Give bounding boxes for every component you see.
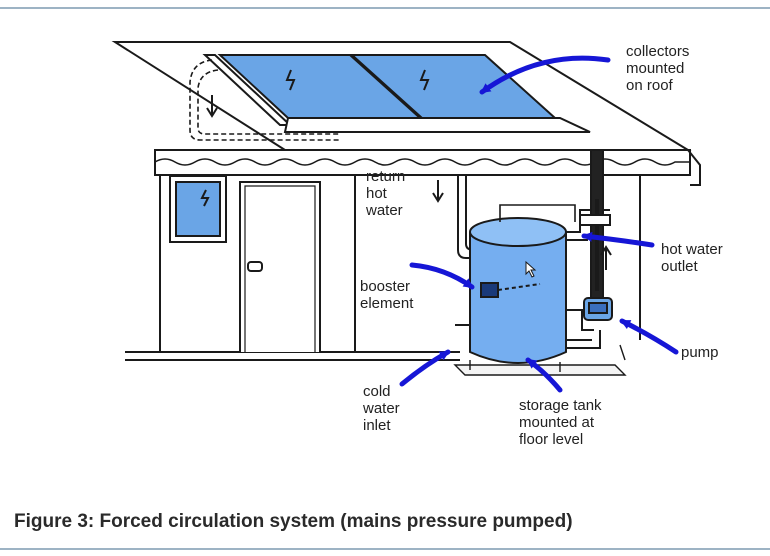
label-return-hot-water: return hot water (366, 168, 406, 219)
arrow-booster-element (409, 262, 475, 290)
label-pump: pump (681, 344, 719, 361)
solar-collectors (202, 54, 591, 133)
collector-return-pipe (189, 59, 340, 141)
arrow-storage-tank (525, 357, 563, 393)
label-booster-element: booster element (360, 278, 414, 312)
pump-riser-pipe (579, 149, 612, 299)
label-collectors: collectors mounted on roof (626, 43, 690, 94)
house-door (239, 181, 321, 352)
solar-water-heater-diagram (111, 41, 701, 393)
collector-flow-arrow (206, 95, 218, 118)
top-rule (0, 7, 770, 9)
storage-tank (469, 204, 576, 364)
house-window (169, 175, 227, 243)
label-arrows (399, 55, 679, 393)
return-hot-water-arrow (432, 180, 444, 203)
arrow-cold-water-inlet (399, 349, 451, 387)
pump-unit (583, 297, 613, 321)
label-cold-water-inlet: cold water inlet (363, 383, 400, 434)
arrow-hot-water-outlet (581, 231, 655, 248)
label-storage-tank: storage tank mounted at floor level (519, 397, 602, 448)
figure-caption: Figure 3: Forced circulation system (mai… (14, 511, 573, 532)
label-hot-water-outlet: hot water outlet (661, 241, 723, 275)
arrow-pump (619, 318, 679, 355)
arrow-collectors (479, 55, 611, 95)
bottom-rule (0, 548, 770, 550)
floor-slab (453, 344, 627, 376)
